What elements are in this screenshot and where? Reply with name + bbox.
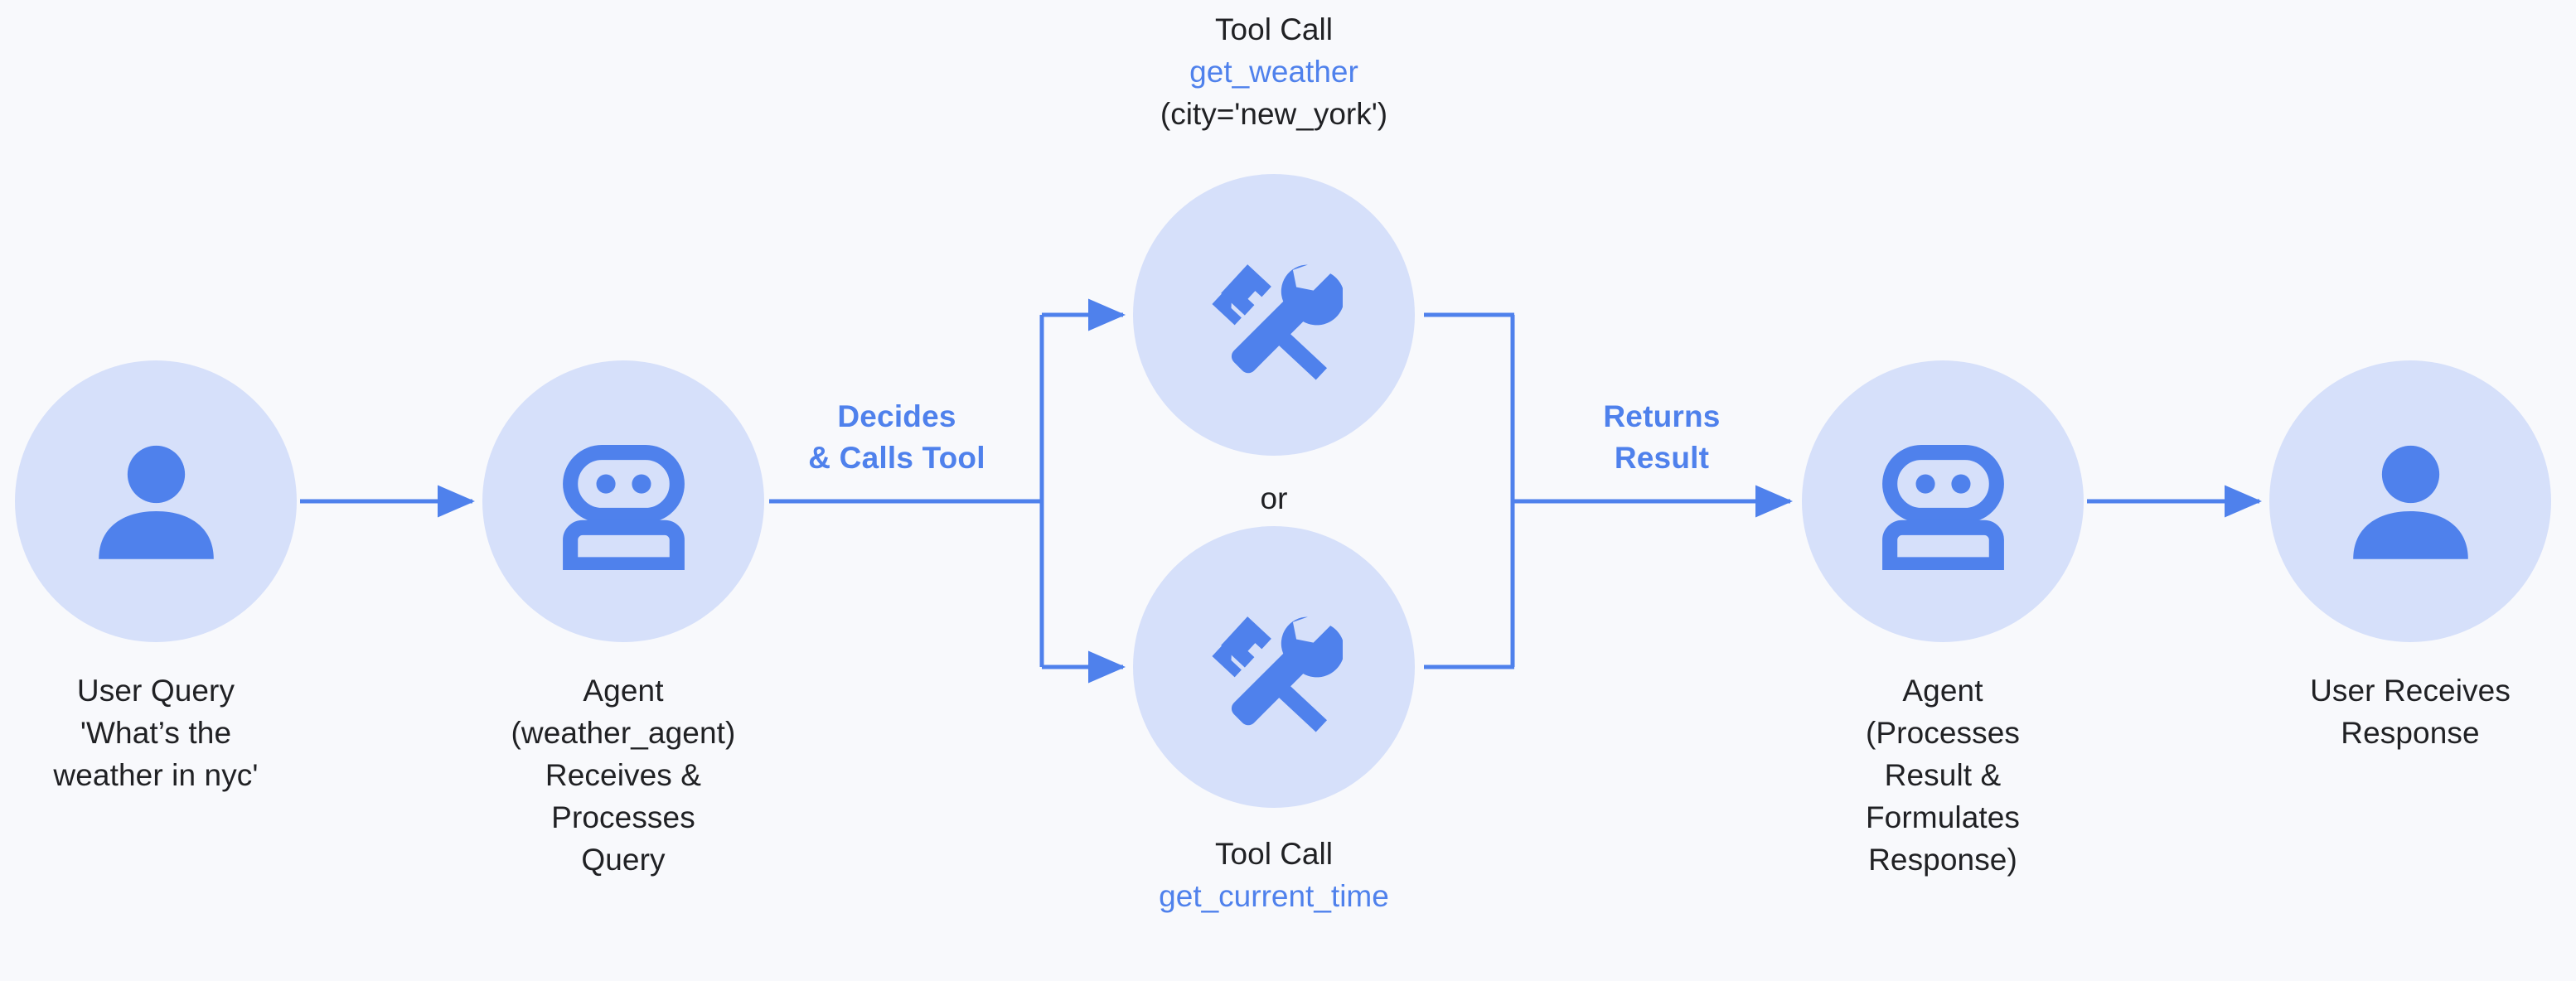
- caption-user-response: User Receives Response: [2310, 674, 2511, 751]
- node-user-response[interactable]: [2269, 360, 2551, 642]
- node-agent-receive[interactable]: [482, 360, 764, 642]
- person-icon: [98, 445, 214, 559]
- tool-function-args: (city='new_york'): [1160, 97, 1388, 132]
- caption-agent-process: Agent (Processes Result & Formulates Res…: [1865, 674, 2021, 877]
- tool-call-heading: Tool Call: [1215, 837, 1333, 871]
- node-agent-process[interactable]: [1802, 360, 2084, 642]
- edge-label-decides: Decides & Calls Tool: [808, 399, 985, 475]
- node-tool-get-current-time[interactable]: [1133, 526, 1415, 808]
- branch-or-label: or: [1260, 481, 1288, 515]
- tool-function-name: get_weather: [1189, 55, 1358, 89]
- robot-icon: [562, 444, 685, 570]
- tool-call-heading: Tool Call: [1215, 12, 1333, 46]
- robot-icon: [1881, 444, 2004, 570]
- edge-label-returns: Returns Result: [1603, 399, 1721, 475]
- tools-icon: [1211, 263, 1343, 380]
- caption-agent-receive: Agent (weather_agent) Receives & Process…: [511, 674, 736, 877]
- tools-icon: [1211, 616, 1343, 732]
- caption-tool-get-current-time: Tool Call get_current_time: [1108, 833, 1440, 917]
- tool-function-name: get_current_time: [1159, 879, 1389, 914]
- person-icon: [2352, 445, 2468, 559]
- node-tool-get-weather[interactable]: [1133, 174, 1415, 456]
- node-user-query[interactable]: [15, 360, 297, 642]
- caption-user-query: User Query 'What’s the weather in nyc': [53, 674, 259, 793]
- caption-tool-get-weather: Tool Call get_weather (city='new_york'): [1108, 8, 1440, 135]
